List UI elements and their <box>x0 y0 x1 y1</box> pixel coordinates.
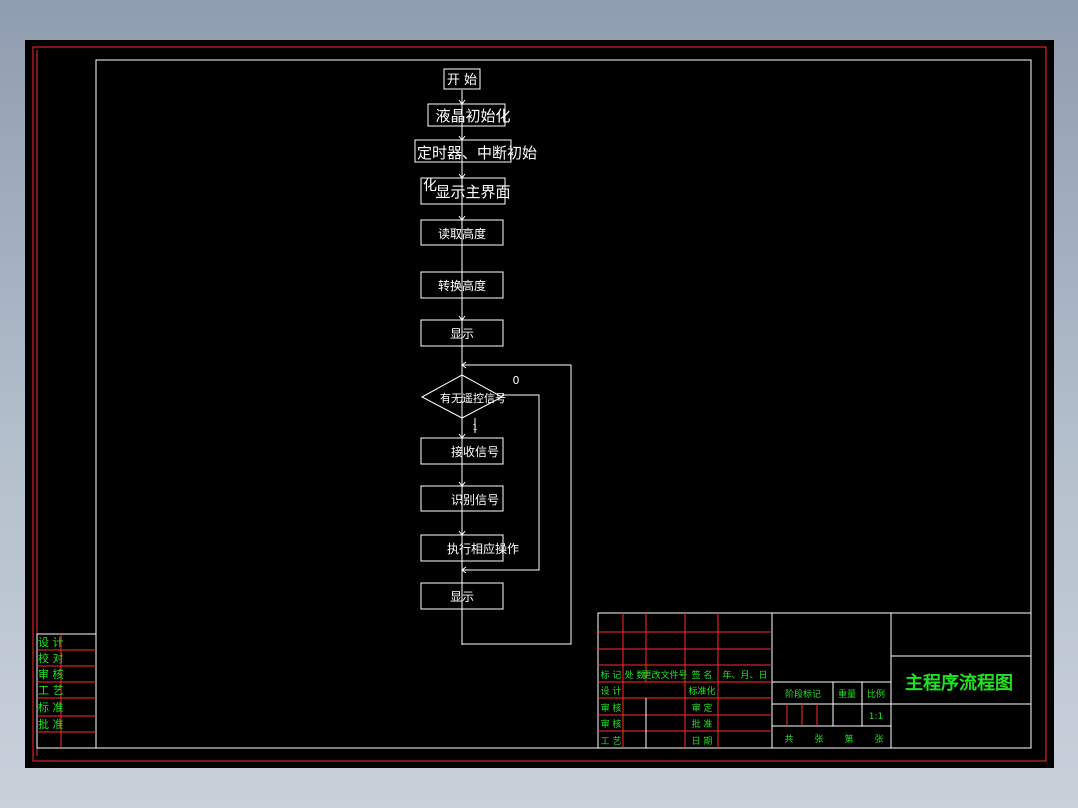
title-block <box>597 612 1032 749</box>
drawing-title: 主程序流程图 <box>905 672 1013 694</box>
rev-header-4: 签 名 <box>692 669 713 681</box>
left-row-3: 审 核 <box>38 667 64 681</box>
decision-diamond <box>420 374 504 419</box>
label-main-screen: 显示主界面 <box>435 183 510 201</box>
box-main-screen <box>420 177 506 205</box>
rev-header-5: 年、月、日 <box>722 669 767 681</box>
sig-mid-2: 审 定 <box>692 702 713 714</box>
loop-return <box>461 364 572 645</box>
title-block-labels: 主程序流程图 标 记 处 数 更改文件号 签 名 年、月、日 设 计 审 核 审… <box>601 669 1013 747</box>
outer-border <box>32 46 1047 762</box>
left-row-6: 批 准 <box>38 717 64 731</box>
label-display-2: 显示 <box>450 590 474 604</box>
rev-header-1: 标 记 <box>601 669 622 681</box>
sheet-current-label: 第 <box>844 733 853 745</box>
label-convert-height: 转换高度 <box>438 278 486 293</box>
loop-no-branch <box>462 394 540 571</box>
label-timer-init-tail: 化 <box>423 178 437 194</box>
left-approval-block <box>36 633 97 749</box>
flowchart-labels: 开 始 液晶初始化 定时器、中断初始 化 显示主界面 读取高度 转换高度 显示 … <box>417 73 537 604</box>
label-decision-yes: 1 <box>472 423 477 432</box>
sheet-total-label: 共 <box>784 734 793 745</box>
sig-mid-1: 标准化 <box>688 685 715 697</box>
label-lcd-init: 液晶初始化 <box>435 107 510 125</box>
flowchart <box>414 68 572 645</box>
sig-mid-3: 批 准 <box>692 718 713 730</box>
left-row-5: 标 准 <box>38 700 64 714</box>
left-row-1: 设 计 <box>38 636 64 649</box>
drawing-sheet: 开 始 液晶初始化 定时器、中断初始 化 显示主界面 读取高度 转换高度 显示 … <box>25 40 1054 768</box>
scale-value: 1:1 <box>869 712 883 722</box>
label-read-height: 读取高度 <box>438 226 486 241</box>
label-display-1: 显示 <box>450 327 474 341</box>
sig-mid-4: 日 期 <box>692 736 713 747</box>
label-receive-signal: 接收信号 <box>451 444 499 459</box>
rev-header-2: 处 数 <box>625 669 646 681</box>
label-timer-init: 定时器、中断初始 <box>417 144 537 162</box>
box-convert-height <box>420 271 504 299</box>
label-identify-signal: 识别信号 <box>451 493 499 507</box>
left-row-2: 校 对 <box>38 651 64 665</box>
sig-left-4: 工 艺 <box>601 736 622 747</box>
left-row-4: 工 艺 <box>38 684 64 697</box>
sig-left-3: 审 核 <box>601 718 622 730</box>
inner-frame <box>95 59 1032 749</box>
box-timer-init <box>414 139 512 163</box>
sig-left-2: 审 核 <box>601 702 622 714</box>
label-decision-no: 0 <box>513 374 520 387</box>
stage-label: 阶段标记 <box>785 688 821 700</box>
label-start: 开 始 <box>447 73 477 88</box>
scale-label: 比例 <box>867 688 885 700</box>
arrowheads <box>458 99 467 574</box>
box-start <box>443 68 481 90</box>
sheet-total-unit: 张 <box>814 734 823 745</box>
sheet-current-unit: 张 <box>874 734 883 745</box>
label-decision: 有无遥控信号 <box>440 391 506 405</box>
left-approval-labels: 设 计 校 对 审 核 工 艺 标 准 批 准 <box>38 636 64 731</box>
box-lcd-init <box>427 103 506 127</box>
cad-drawing: 开 始 液晶初始化 定时器、中断初始 化 显示主界面 读取高度 转换高度 显示 … <box>32 46 1047 762</box>
weight-label: 重量 <box>838 688 856 700</box>
sig-left-1: 设 计 <box>601 685 622 697</box>
label-execute-action: 执行相应操作 <box>447 541 519 556</box>
rev-header-3: 更改文件号 <box>642 669 687 681</box>
